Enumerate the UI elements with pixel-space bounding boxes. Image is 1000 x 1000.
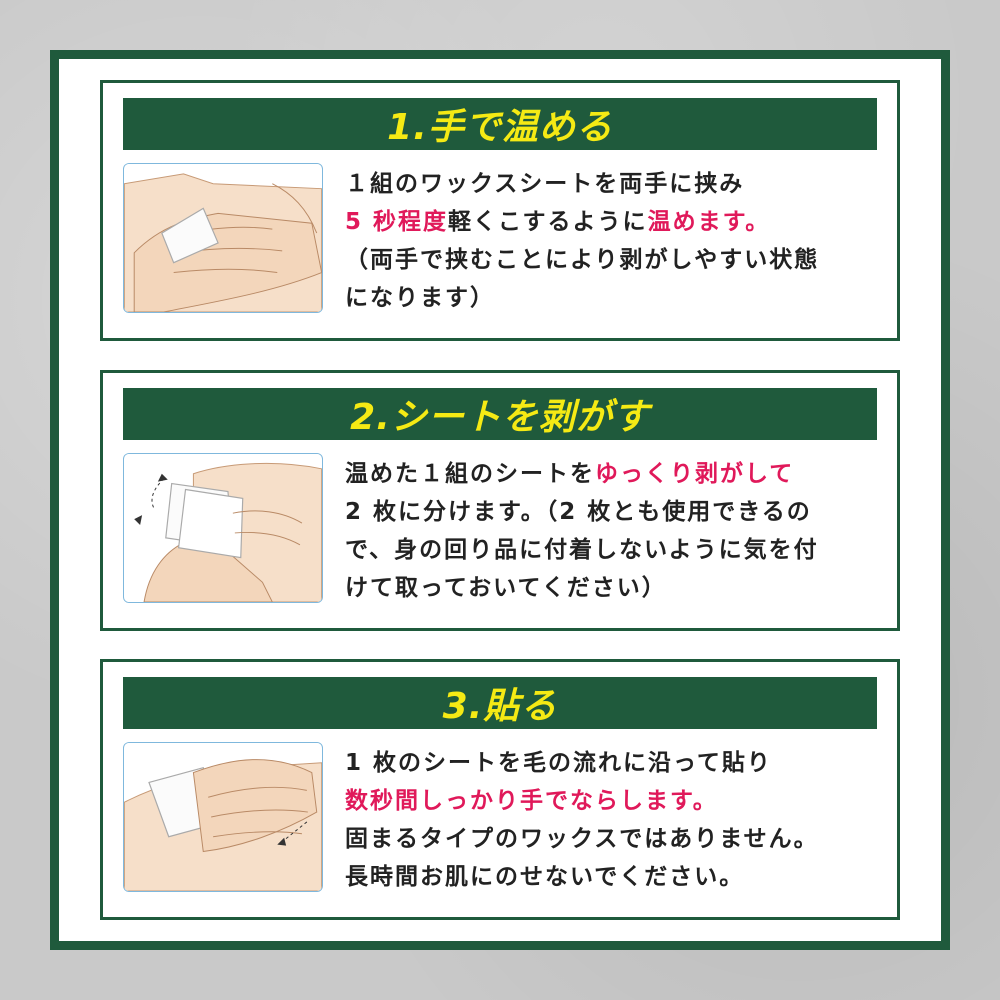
- step-2-line-4: けて取っておいてください）: [345, 569, 887, 607]
- step-3-title: 3.貼る: [442, 686, 558, 727]
- step-2-line-1: 温めた１組のシートをゆっくり剥がして: [345, 455, 887, 493]
- text-segment: 長時間お肌にのせないでください。: [345, 864, 745, 890]
- step-3-banner: 3.貼る: [123, 677, 877, 729]
- highlight-text: 5 秒程度: [345, 209, 449, 235]
- step-2-description: 温めた１組のシートをゆっくり剥がして 2 枚に分けます。（2 枚とも使用できるの…: [345, 455, 887, 607]
- step-1-banner: 1.手で温める: [123, 98, 877, 150]
- text-segment: 2 枚に分けます。（2 枚とも使用できるの: [345, 499, 812, 525]
- text-segment: けて取っておいてください）: [345, 575, 667, 601]
- text-segment: で、身の回り品に付着しないように気を付: [345, 537, 819, 563]
- step-2-line-2: 2 枚に分けます。（2 枚とも使用できるの: [345, 493, 887, 531]
- step-1-line-2: 5 秒程度軽くこするように温めます。: [345, 203, 887, 241]
- highlight-text: ゆっくり剥がして: [595, 461, 795, 487]
- text-segment: 温めた１組のシートを: [345, 461, 595, 487]
- text-segment: 軽くこするように: [448, 209, 648, 235]
- step-2-line-3: で、身の回り品に付着しないように気を付: [345, 531, 887, 569]
- step-3-description: 1 枚のシートを毛の流れに沿って貼り 数秒間しっかり手でならします。 固まるタイ…: [345, 744, 887, 896]
- text-segment: 固まるタイプのワックスではありません。: [345, 826, 819, 852]
- step-1-line-4: になります）: [345, 279, 887, 317]
- step-1-card: 1.手で温める １組のワックスシートを両手に挟み 5 秒程度軽くこするように温め…: [100, 80, 900, 341]
- step-3-line-4: 長時間お肌にのせないでください。: [345, 858, 887, 896]
- text-segment: １組のワックスシートを両手に挟み: [345, 171, 745, 197]
- text-segment: になります）: [345, 285, 495, 311]
- peeling-wax-sheet-icon: [123, 453, 323, 603]
- instruction-panel: 1.手で温める １組のワックスシートを両手に挟み 5 秒程度軽くこするように温め…: [50, 50, 950, 950]
- step-1-illustration: [124, 164, 322, 312]
- highlight-text: 温めます。: [647, 209, 771, 235]
- step-3-line-2: 数秒間しっかり手でならします。: [345, 782, 887, 820]
- step-1-line-1: １組のワックスシートを両手に挟み: [345, 165, 887, 203]
- step-2-banner: 2.シートを剥がす: [123, 388, 877, 440]
- step-2-illustration: [124, 454, 322, 602]
- text-segment: （両手で挟むことにより剥がしやすい状態: [345, 247, 820, 273]
- step-3-line-3: 固まるタイプのワックスではありません。: [345, 820, 887, 858]
- step-3-illustration: [124, 743, 322, 891]
- step-3-card: 3.貼る 1 枚のシートを毛の流れに沿って貼り 数秒間しっかり手でならします。: [100, 659, 900, 920]
- applying-wax-sheet-icon: [123, 742, 323, 892]
- step-2-title: 2.シートを剥がす: [350, 397, 650, 438]
- text-segment: 1 枚のシートを毛の流れに沿って貼り: [345, 750, 772, 776]
- hands-warming-wax-sheet-icon: [123, 163, 323, 313]
- highlight-text: 数秒間しっかり手でならします。: [345, 788, 718, 814]
- step-1-description: １組のワックスシートを両手に挟み 5 秒程度軽くこするように温めます。 （両手で…: [345, 165, 887, 317]
- step-3-line-1: 1 枚のシートを毛の流れに沿って貼り: [345, 744, 887, 782]
- panel-inner: 1.手で温める １組のワックスシートを両手に挟み 5 秒程度軽くこするように温め…: [59, 59, 941, 941]
- step-1-line-3: （両手で挟むことにより剥がしやすい状態: [345, 241, 887, 279]
- step-1-title: 1.手で温める: [387, 107, 613, 148]
- step-2-card: 2.シートを剥がす 温めた１組のシートをゆっくり剥がして: [100, 370, 900, 631]
